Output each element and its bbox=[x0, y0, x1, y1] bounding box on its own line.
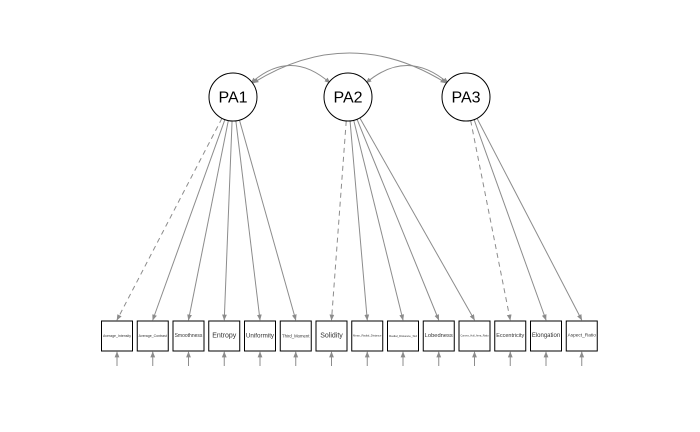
observed-label: Smoothness bbox=[175, 333, 203, 339]
observed-label: Average_Intensity bbox=[103, 334, 131, 338]
observed-node-o2: Average_Contrast bbox=[136, 320, 169, 352]
observed-box bbox=[422, 320, 455, 352]
observed-box bbox=[315, 320, 348, 352]
loading-path-pa2-o7 bbox=[329, 120, 347, 321]
observed-box bbox=[494, 320, 527, 352]
observed-label: Average_Contrast bbox=[139, 334, 167, 338]
observed-label: Radial_Distance_Std bbox=[389, 334, 417, 338]
observed-box bbox=[101, 320, 133, 352]
observed-box bbox=[387, 320, 419, 352]
observed-label: Aspect_Ratio bbox=[568, 333, 597, 339]
latent-node-pa2: PA2 bbox=[323, 72, 373, 122]
latent-circle bbox=[208, 72, 258, 122]
observed-label: Convex_Hull_Area_Ratio bbox=[460, 335, 489, 338]
observed-node-o10: Lobedness bbox=[422, 320, 455, 352]
observed-node-o5: Uniformity bbox=[244, 320, 276, 352]
observed-node-o6: Third_Moment bbox=[279, 320, 312, 352]
observed-label: Solidity bbox=[320, 333, 343, 340]
observed-box bbox=[530, 320, 562, 352]
loading-path-pa1-o5 bbox=[235, 120, 262, 321]
loading-path-pa3-o12 bbox=[470, 120, 512, 321]
latent-label: PA3 bbox=[451, 90, 480, 107]
observed-box bbox=[279, 320, 312, 352]
observed-label: Entropy bbox=[212, 333, 237, 340]
observed-node-o1: Average_Intensity bbox=[101, 320, 133, 352]
observed-label: Elongation bbox=[532, 333, 560, 339]
observed-node-o13: Elongation bbox=[530, 320, 562, 352]
observed-label: Third_Moment bbox=[282, 334, 310, 339]
observed-box bbox=[208, 320, 241, 352]
latent-label: PA2 bbox=[333, 90, 362, 107]
loading-path-pa2-o10 bbox=[356, 119, 440, 321]
observed-box bbox=[565, 320, 598, 352]
loading-path-pa1-o1 bbox=[116, 118, 223, 321]
observed-box bbox=[244, 320, 276, 352]
covariance-pa1-pa3 bbox=[252, 52, 447, 84]
loading-paths bbox=[116, 117, 583, 321]
observed-label: Uniformity bbox=[246, 333, 275, 340]
observed-box bbox=[136, 320, 169, 352]
observed-node-o14: Aspect_Ratio bbox=[565, 320, 598, 352]
observed-label: Lobedness bbox=[425, 333, 453, 339]
loading-path-pa1-o4 bbox=[222, 120, 233, 321]
observed-node-o3: Smoothness bbox=[172, 320, 205, 352]
observed-node-o12: Eccentricity bbox=[494, 320, 527, 352]
loading-path-pa3-o14 bbox=[476, 118, 583, 321]
observed-box bbox=[351, 320, 384, 352]
observed-box bbox=[458, 320, 491, 352]
latent-circle bbox=[441, 72, 491, 122]
observed-node-o11: Convex_Hull_Area_Ratio bbox=[458, 320, 491, 352]
latent-node-pa3: PA3 bbox=[441, 72, 491, 122]
covariance-pa1-pa2 bbox=[250, 65, 331, 84]
loading-path-pa2-o8 bbox=[349, 120, 370, 321]
observed-node-o7: Solidity bbox=[315, 320, 348, 352]
loading-path-pa1-o3 bbox=[187, 120, 229, 321]
observed-node-o8: Mean_Radial_Distance bbox=[351, 320, 384, 352]
loading-path-pa1-o2 bbox=[152, 119, 226, 321]
latent-label: PA1 bbox=[218, 90, 247, 107]
observed-label: Eccentricity bbox=[496, 333, 524, 339]
loading-path-pa2-o9 bbox=[353, 120, 405, 321]
observed-node-o9: Radial_Distance_Std bbox=[387, 320, 419, 352]
loading-path-pa3-o13 bbox=[473, 119, 547, 321]
observed-label: Mean_Radial_Distance bbox=[353, 334, 382, 338]
latent-node-pa1: PA1 bbox=[208, 72, 258, 122]
residual-arrows bbox=[114, 351, 585, 366]
loading-path-pa2-o11 bbox=[359, 117, 475, 321]
latent-circle bbox=[323, 72, 373, 122]
observed-node-o4: Entropy bbox=[208, 320, 241, 352]
loading-path-pa1-o6 bbox=[238, 119, 297, 321]
covariance-arcs bbox=[250, 52, 449, 84]
covariance-pa2-pa3 bbox=[365, 65, 449, 84]
observed-box bbox=[172, 320, 205, 352]
